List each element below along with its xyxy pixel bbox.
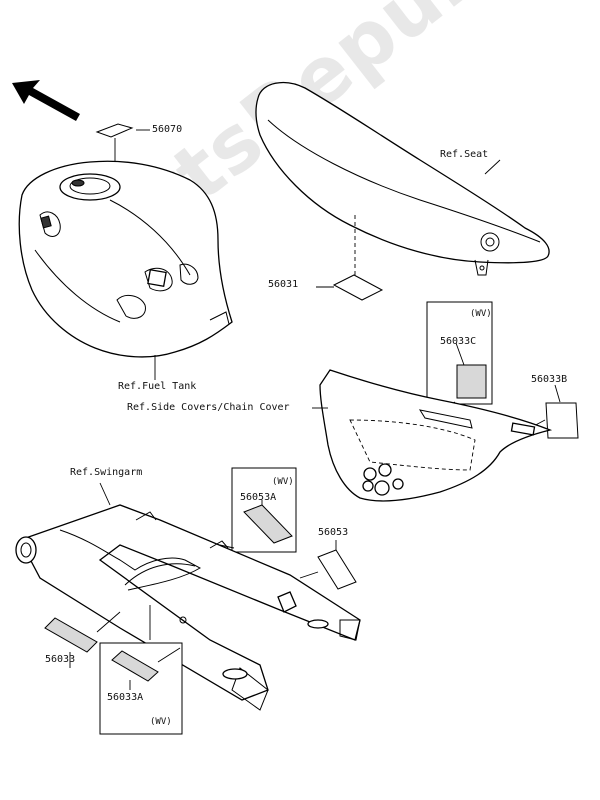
ref-fuel-tank-label: Ref.Fuel Tank [118,381,197,392]
label-56033b-sticker [545,402,579,439]
part-number-56031: 56031 [268,279,299,290]
label-56033c-sticker [456,364,487,399]
wv-marker-56033c: (WV) [470,309,492,319]
swingarm-drawing [15,482,361,711]
label-56053a-sticker [243,504,293,544]
part-number-56033a: 56033A [107,692,144,703]
side-cover-drawing [312,369,553,502]
label-56053-sticker [317,549,357,590]
fuel-tank-drawing [18,160,233,380]
ref-swingarm-label: Ref.Swingarm [70,467,143,478]
part-number-56033b: 56033B [531,374,568,385]
front-arrow-icon [12,80,80,121]
ref-side-covers-label: Ref.Side Covers/Chain Cover [127,402,290,413]
seat-drawing [255,81,550,282]
label-56070-sticker [95,123,134,138]
part-number-56070: 56070 [152,124,183,135]
label-56033a-sticker [111,650,159,682]
gear-icon [480,232,500,252]
ref-seat-label: Ref.Seat [440,149,489,160]
part-number-56033c: 56033C [440,336,477,347]
label-56031-sticker [332,274,384,301]
label-56033-sticker [44,617,98,653]
wv-marker-56033a: (WV) [150,717,172,727]
part-number-56053: 56053 [318,527,349,538]
part-number-56033: 56033 [45,654,76,665]
wv-marker-56053a: (WV) [272,477,294,487]
part-number-56053a: 56053A [240,492,277,503]
